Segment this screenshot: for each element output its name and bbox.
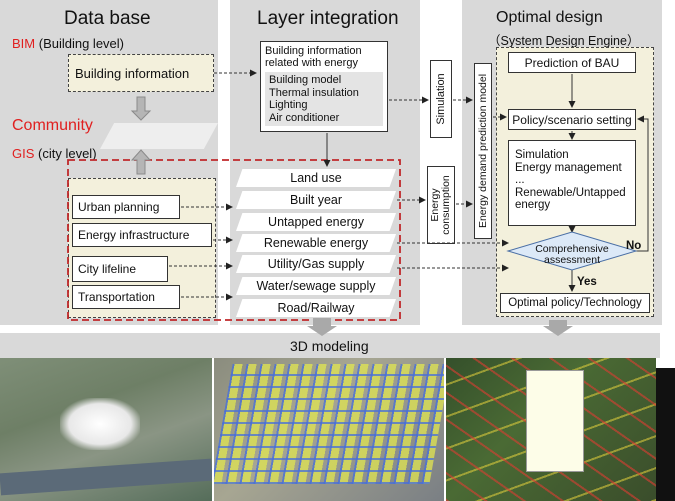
up-block-arrow: [130, 149, 152, 175]
city-lifeline-box[interactable]: City lifeline: [72, 256, 168, 282]
yes-label: Yes: [577, 276, 597, 288]
community-red-dashed-box: [67, 159, 401, 321]
sim-line-energy: energy: [515, 199, 551, 211]
assessment-diamond[interactable]: [506, 231, 638, 271]
layer-utility-gas[interactable]: Utility/Gas supply: [236, 255, 396, 273]
modeling-title: 3D modeling: [290, 338, 369, 354]
sim-line-simulation: Simulation: [515, 149, 569, 161]
modeling-band: [0, 333, 660, 358]
energy-infrastructure-box[interactable]: Energy infrastructure: [72, 223, 212, 247]
optimal-policy-box[interactable]: Optimal policy/Technology: [500, 293, 650, 313]
layer-water-sewage[interactable]: Water/sewage supply: [236, 277, 396, 295]
gis-label: GIS (city level): [12, 146, 97, 161]
city-model-photo: [0, 358, 212, 501]
air-conditioner-item: Air conditioner: [269, 111, 340, 124]
layer-road-railway[interactable]: Road/Railway: [236, 299, 396, 317]
design-down-gray-arrow: [543, 320, 573, 336]
sim-line-ellipsis: ...: [515, 174, 525, 186]
simulation-detail-box[interactable]: Simulation Energy management ... Renewab…: [508, 140, 636, 226]
prediction-bau-box[interactable]: Prediction of BAU: [508, 52, 636, 73]
building-info-energy-box[interactable]: Building information related with energy…: [260, 41, 388, 132]
layer-down-gray-arrow: [307, 318, 337, 336]
sim-line-renewable: Renewable/Untapped: [515, 186, 626, 199]
energy-consumption-box[interactable]: Energy consumption: [427, 166, 455, 244]
community-label: Community: [12, 117, 93, 134]
info-popup: [526, 370, 584, 472]
building-info-energy-list: Building model Thermal insulation Lighti…: [265, 72, 383, 126]
assessment-label: Comprehensive assessment: [535, 243, 609, 266]
sim-line-energy-management: Energy management: [515, 161, 622, 174]
database-title: Data base: [64, 8, 151, 29]
building-cluster: [60, 398, 140, 450]
lighting-item: Lighting: [269, 99, 308, 111]
right-edge-strip: [656, 368, 675, 501]
design-map-photo: [446, 358, 656, 501]
policy-scenario-box[interactable]: Policy/scenario setting: [508, 109, 636, 130]
building-information-label: Building information: [75, 65, 190, 81]
simulation-box[interactable]: Simulation: [430, 60, 452, 138]
building-model-item: Building model: [269, 74, 342, 86]
layer-land-use[interactable]: Land use: [236, 169, 396, 187]
optimal-design-subtitle: （System Design Engine）: [488, 34, 640, 48]
layer-renewable-energy[interactable]: Renewable energy: [236, 234, 396, 252]
down-block-arrow: [130, 96, 152, 121]
bim-label: BIM (Building level): [12, 36, 124, 51]
building-info-energy-heading: Building information related with energy: [265, 45, 362, 69]
no-label: No: [626, 240, 642, 252]
optimal-design-title: Optimal design: [496, 9, 603, 26]
energy-model-box[interactable]: Energy demand prediction model: [474, 63, 492, 239]
gis-map-photo: [214, 358, 444, 501]
no-loop-arrow: [628, 115, 649, 252]
building-information-box[interactable]: Building information: [68, 54, 214, 92]
thermal-insulation-item: Thermal insulation: [269, 86, 359, 99]
layer-integration-title: Layer integration: [257, 8, 399, 29]
community-plane: [100, 123, 218, 149]
transportation-box[interactable]: Transportation: [72, 285, 180, 309]
layer-built-year[interactable]: Built year: [236, 191, 396, 209]
layer-untapped-energy[interactable]: Untapped energy: [236, 213, 396, 231]
urban-planning-box[interactable]: Urban planning: [72, 195, 180, 219]
